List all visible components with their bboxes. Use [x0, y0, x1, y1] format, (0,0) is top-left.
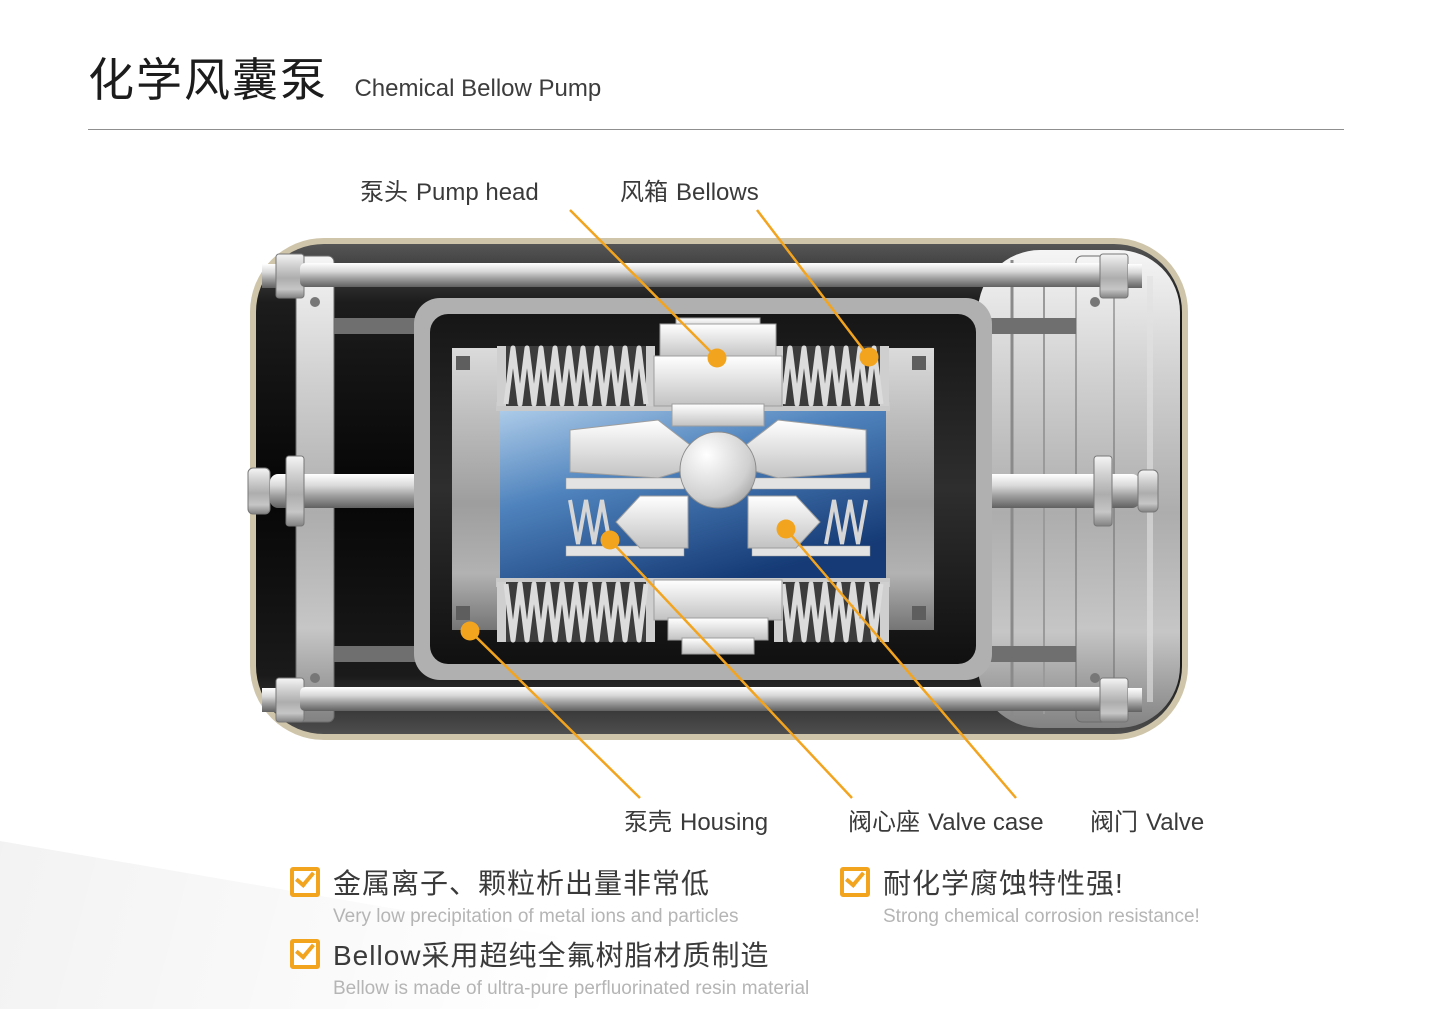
- callout-dot-valve: [776, 519, 796, 539]
- leader-line-housing: [469, 630, 641, 799]
- callout-label-bellows-en: Bellows: [676, 179, 759, 206]
- callout-label-pump-head-en: Pump head: [416, 179, 539, 206]
- callout-dot-pump-head: [707, 348, 727, 368]
- leader-line-valve-case: [609, 539, 853, 799]
- bellows-bottom-left: [497, 581, 655, 643]
- feature-item-bellow-material: Bellow采用超纯全氟树脂材质制造 Bellow is made of ult…: [290, 934, 809, 1000]
- callout-label-pump-head-zh: 泵头: [360, 179, 408, 206]
- leader-line-pump-head: [569, 209, 718, 359]
- callout-dot-valve-case: [600, 530, 620, 550]
- feature-item-corrosion: 耐化学腐蚀特性强! Strong chemical corrosion resi…: [840, 862, 1200, 928]
- bottom-valve-block: [653, 579, 783, 655]
- callout-label-housing-zh: 泵壳: [624, 809, 672, 836]
- feature-item-metal-ions: 金属离子、颗粒析出量非常低 Very low precipitation of …: [290, 862, 739, 928]
- page-header: 化学风囊泵 Chemical Bellow Pump: [88, 44, 601, 110]
- feature-text-zh: 金属离子、颗粒析出量非常低: [333, 868, 711, 899]
- callout-label-bellows-zh: 风箱: [620, 179, 668, 206]
- callout-dot-housing: [460, 621, 480, 641]
- leader-line-bellows: [756, 209, 870, 358]
- tie-rod-top: [262, 253, 1142, 299]
- header-divider: [88, 129, 1344, 130]
- feature-text-zh: Bellow采用超纯全氟树脂材质制造: [333, 940, 770, 971]
- page-title-en: Chemical Bellow Pump: [354, 75, 602, 102]
- feature-text-zh: 耐化学腐蚀特性强!: [883, 868, 1124, 899]
- feature-text-en: Very low precipitation of metal ions and…: [333, 906, 739, 927]
- callout-label-pump-head: 泵头 Pump head: [360, 172, 539, 207]
- callout-label-housing: 泵壳 Housing: [624, 802, 768, 837]
- callout-label-valve-case-en: Valve case: [928, 809, 1044, 836]
- feature-text-en: Bellow is made of ultra-pure perfluorina…: [333, 978, 810, 999]
- callout-label-bellows: 风箱 Bellows: [620, 172, 759, 207]
- callout-dots: [460, 347, 879, 641]
- valve-assembly: [565, 419, 871, 557]
- callout-dot-bellows: [859, 347, 879, 367]
- bellows-top-left: [497, 345, 655, 407]
- leader-line-valve: [785, 528, 1017, 799]
- tie-rod-bottom: [262, 677, 1142, 723]
- page-title-zh: 化学风囊泵: [88, 54, 328, 106]
- feature-text-en: Strong chemical corrosion resistance!: [883, 906, 1200, 927]
- callout-label-valve-case: 阀心座 Valve case: [848, 802, 1044, 837]
- bellows-bottom-right: [774, 581, 889, 643]
- check-icon: [840, 867, 870, 897]
- pump-illustration: [247, 238, 1188, 740]
- callout-label-valve: 阀门 Valve: [1090, 802, 1204, 837]
- callout-label-valve-case-zh: 阀心座: [848, 809, 920, 836]
- check-icon: [290, 867, 320, 897]
- pump-head-block: [653, 317, 783, 427]
- callout-label-valve-en: Valve: [1146, 809, 1205, 836]
- callout-label-valve-zh: 阀门: [1090, 809, 1138, 836]
- callout-label-housing-en: Housing: [680, 809, 769, 836]
- leader-lines: [469, 209, 1017, 799]
- check-icon: [290, 939, 320, 969]
